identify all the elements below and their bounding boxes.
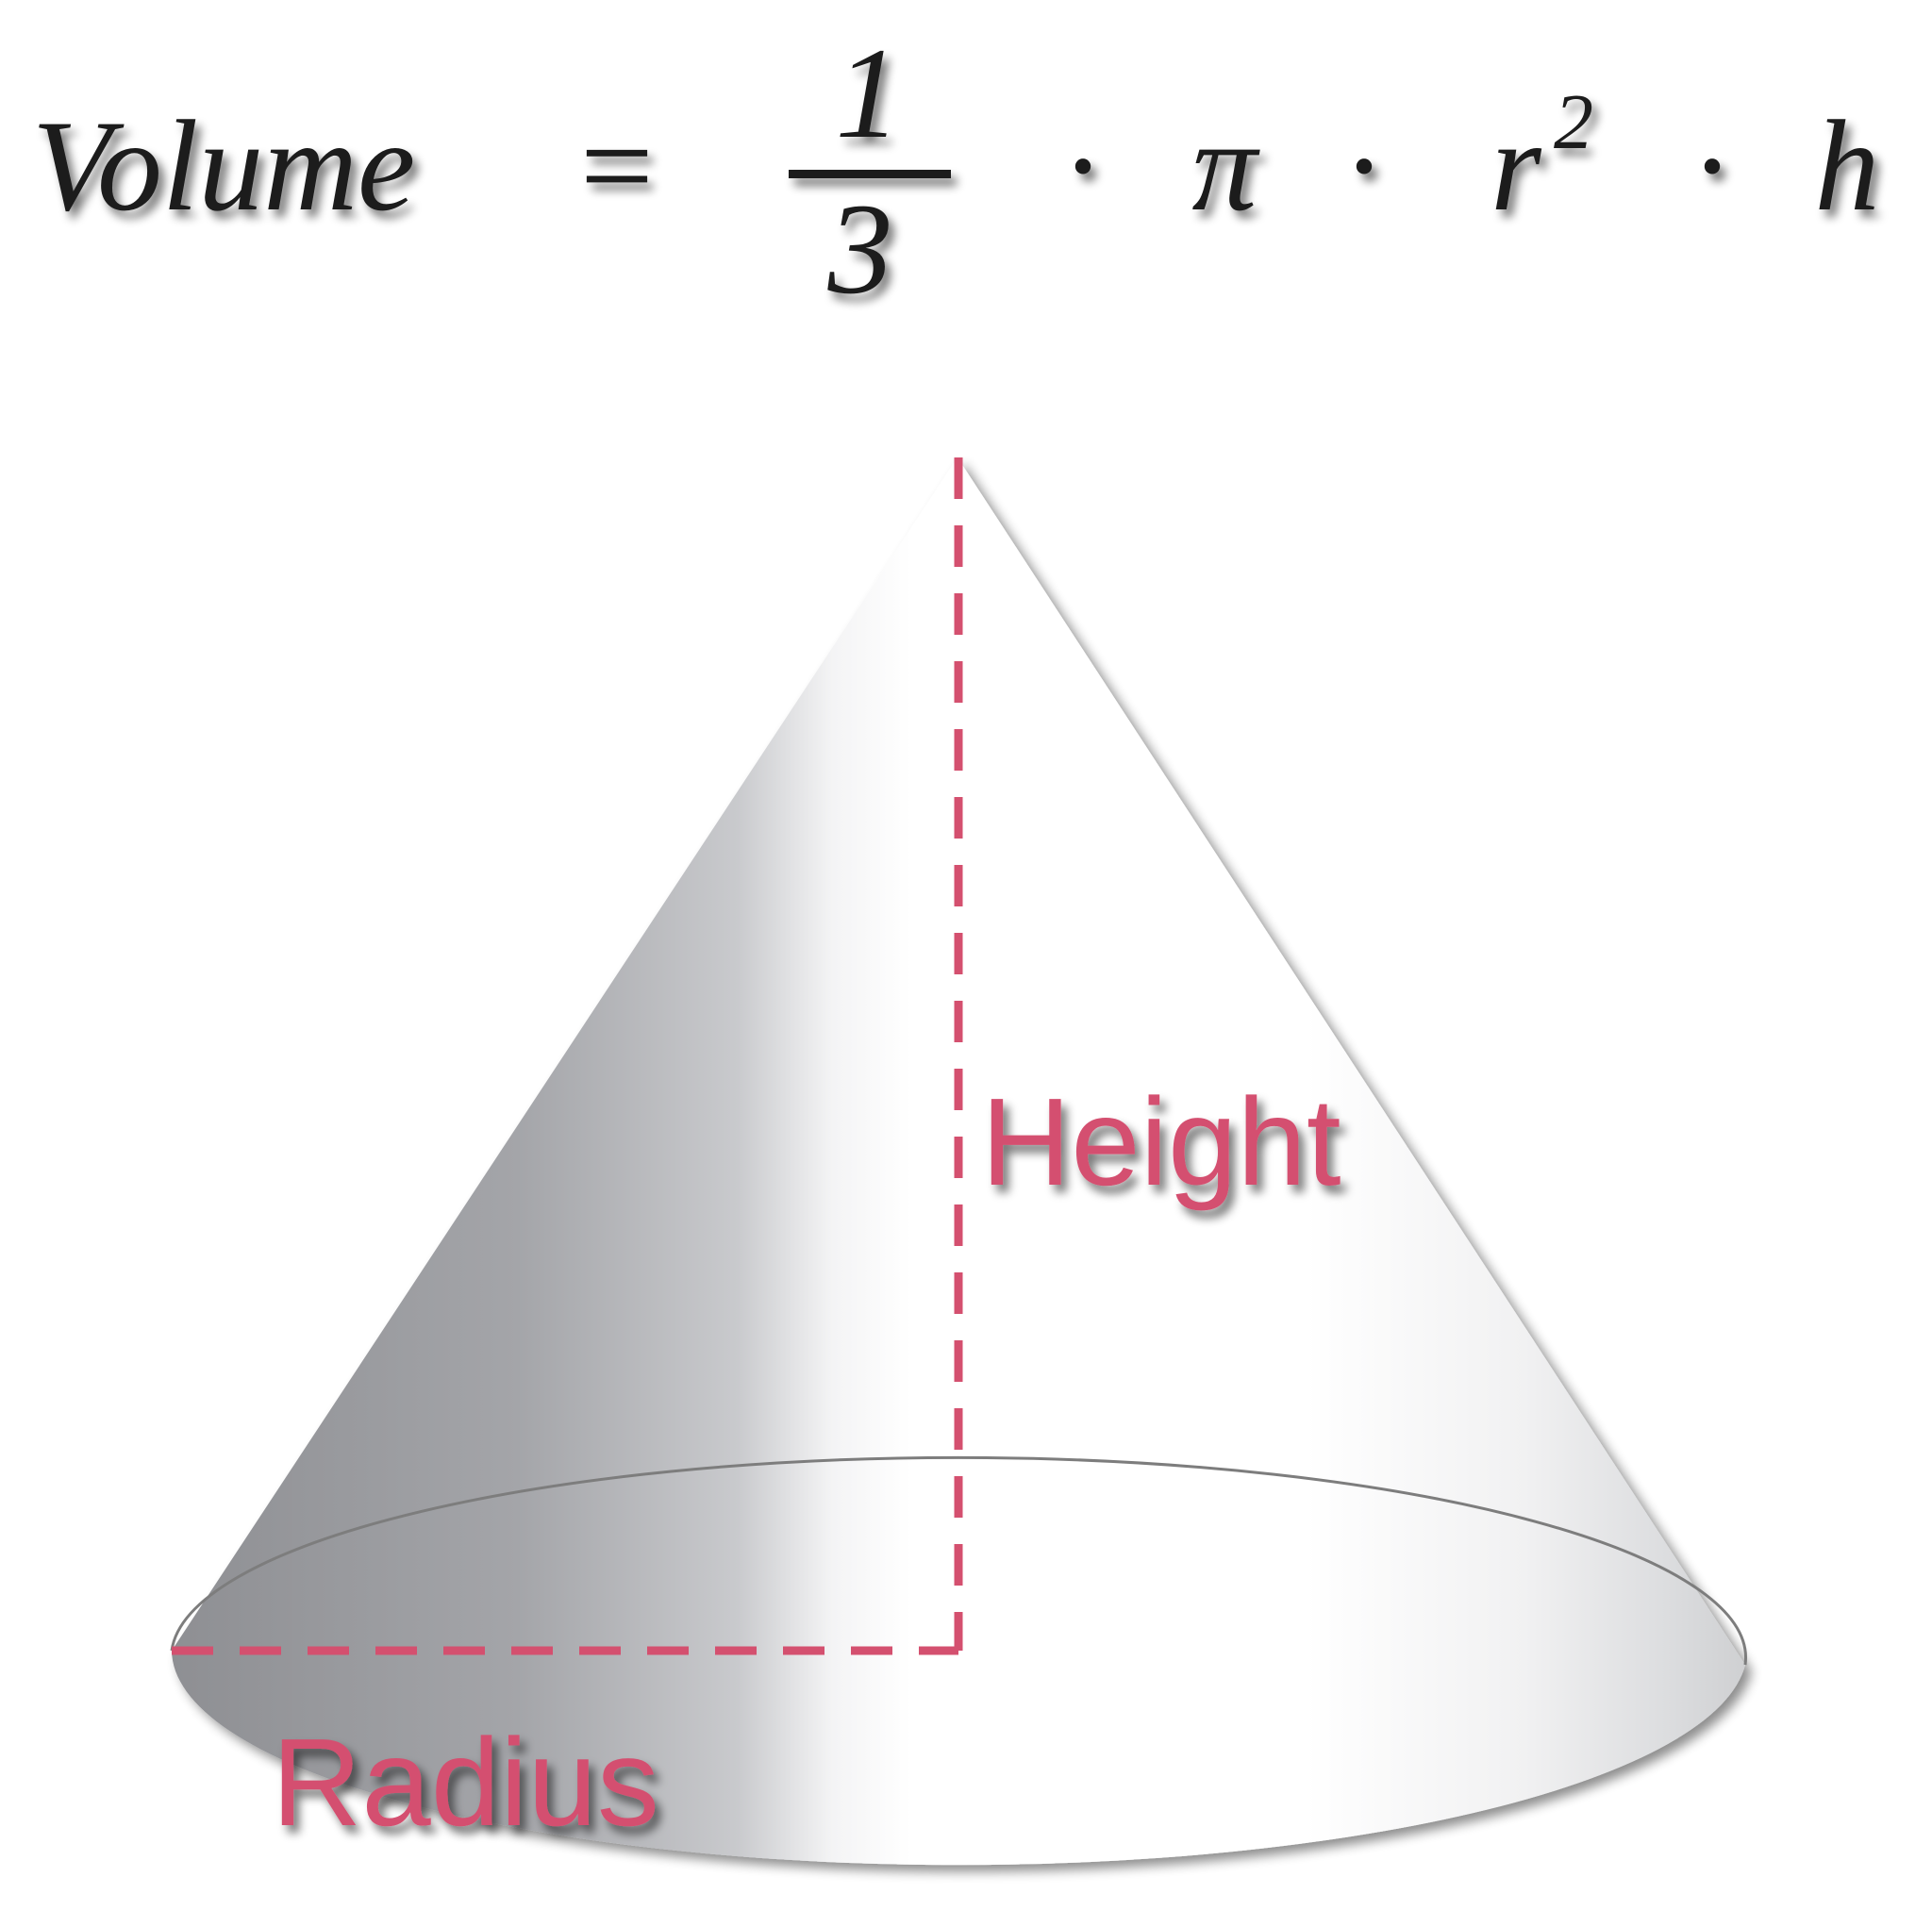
formula-fraction-bar: [789, 170, 951, 178]
formula-equals-sign: =: [580, 93, 654, 238]
formula-dot-2: ·: [1342, 93, 1386, 238]
formula-height-symbol: h: [1815, 93, 1880, 238]
cone-base-rim: [170, 1455, 1748, 1666]
formula-denominator: 3: [827, 176, 893, 321]
radius-label: Radius: [272, 1713, 659, 1852]
formula-dot-1: ·: [1061, 93, 1105, 238]
formula-dot-3: ·: [1690, 93, 1734, 238]
formula-radius-symbol: r: [1491, 93, 1542, 238]
formula-pi-symbol: π: [1191, 93, 1260, 238]
height-label: Height: [981, 1072, 1341, 1211]
formula-exponent: 2: [1554, 78, 1593, 166]
formula-volume-word: Volume: [32, 93, 415, 238]
volume-formula: Volume = 1 3 · π · r 2 · h: [32, 21, 1880, 321]
formula-numerator: 1: [836, 21, 901, 165]
